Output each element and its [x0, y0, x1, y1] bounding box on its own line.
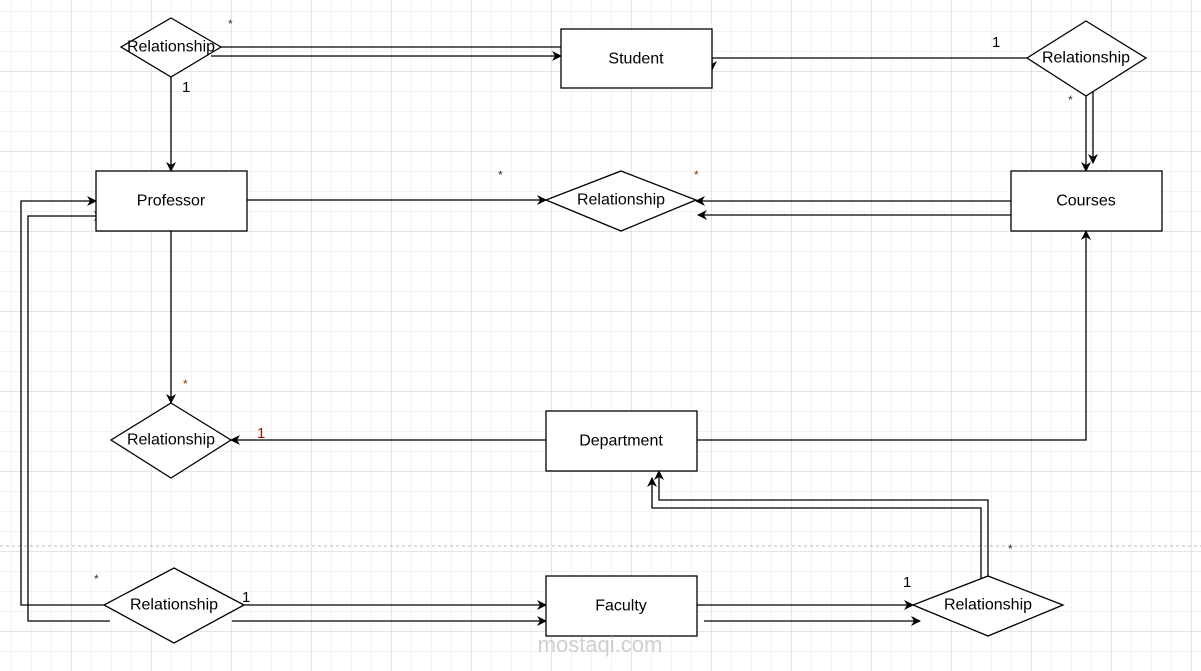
cardinality-label: * [183, 377, 188, 391]
entity-student[interactable]: Student [560, 28, 713, 89]
cardinality-label: * [694, 168, 699, 182]
edge-r5-professor-b[interactable] [27, 211, 110, 622]
edge-r5-professor-a[interactable] [20, 196, 104, 606]
cardinality-label: 1 [903, 574, 911, 591]
entity-label: Student [608, 51, 664, 68]
relationship-label: Relationship [127, 432, 215, 449]
cardinality-label: 1 [992, 34, 1000, 51]
entity-courses[interactable]: Courses [1010, 170, 1163, 232]
cardinality-label: * [228, 17, 233, 31]
edge-r6-department-b[interactable] [647, 477, 982, 578]
connectors [20, 42, 1098, 626]
relationship-professor-faculty[interactable]: Relationship [102, 567, 246, 644]
cardinality-label: 1 [242, 589, 250, 606]
relationship-professor-student[interactable]: Relationship [119, 17, 223, 78]
relationship-label: Relationship [1042, 50, 1130, 67]
edge-r6-department-a[interactable] [654, 470, 989, 576]
cardinality-label: * [94, 572, 99, 586]
relationship-label: Relationship [944, 597, 1032, 614]
entity-label: Courses [1056, 193, 1116, 210]
entity-label: Professor [137, 193, 206, 210]
entity-faculty[interactable]: Faculty [545, 575, 698, 637]
relationship-faculty-department[interactable]: Relationship [911, 575, 1065, 637]
cardinality-label: * [1008, 542, 1013, 556]
relationship-label: Relationship [127, 39, 215, 56]
relationship-label: Relationship [130, 597, 218, 614]
relationship-professor-courses[interactable]: Relationship [544, 170, 698, 232]
entity-professor[interactable]: Professor [95, 170, 248, 232]
entity-department[interactable]: Department [545, 410, 698, 472]
relationship-label: Relationship [577, 192, 665, 209]
edge-student-r2[interactable] [707, 57, 1027, 71]
edge-department-courses[interactable] [697, 230, 1091, 441]
cardinality-label: * [1068, 93, 1073, 107]
entity-label: Faculty [595, 598, 647, 615]
cardinality-label: * [498, 168, 503, 182]
cardinality-label: 1 [257, 425, 265, 442]
cardinality-labels: * 1 1 * * * * 1 * 1 1 * [94, 17, 1073, 606]
entity-label: Department [579, 433, 663, 450]
watermark-logo: mostaqi.com [538, 632, 663, 657]
relationship-student-courses[interactable]: Relationship [1025, 20, 1148, 97]
relationship-professor-department[interactable]: Relationship [109, 402, 233, 479]
cardinality-label: 1 [182, 79, 190, 96]
